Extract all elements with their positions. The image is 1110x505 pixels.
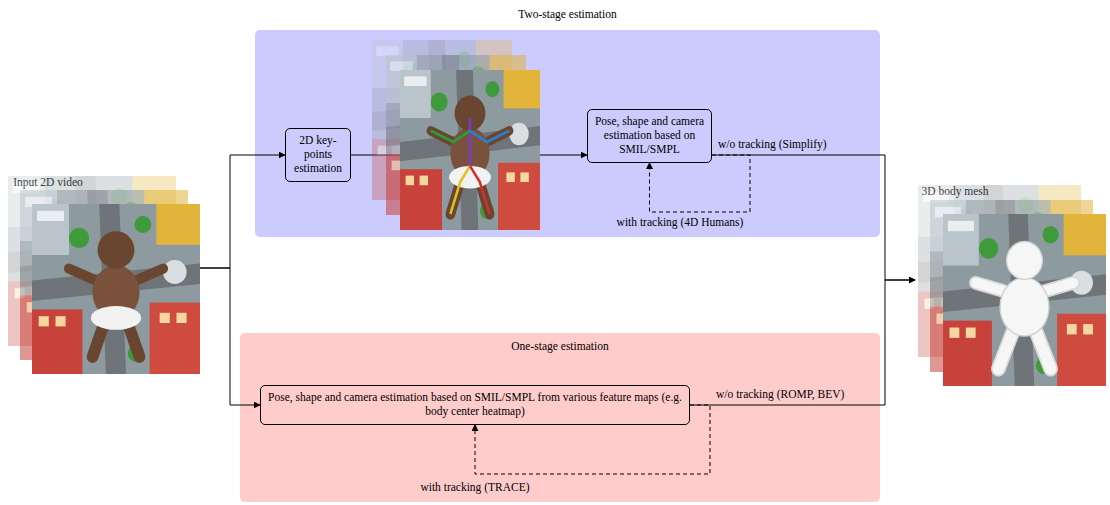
process-box: Pose, shape and camera estimation based … xyxy=(260,385,690,425)
mesh-frames xyxy=(918,185,1106,386)
tracking-loop xyxy=(475,405,710,474)
edge-label: with tracking (TRACE) xyxy=(420,481,529,495)
band-title: Two-stage estimation xyxy=(255,8,880,22)
flow-arrow xyxy=(200,155,285,268)
band-title: One-stage estimation xyxy=(240,340,880,354)
two-stage-band: Two-stage estimation2D key-points estima… xyxy=(255,30,880,237)
node-text: Pose, shape and camera estimation based … xyxy=(266,391,684,419)
edge-label: w/o tracking (Simplify) xyxy=(718,138,827,152)
one-stage-band: One-stage estimationPose, shape and came… xyxy=(240,333,880,502)
node-text: Pose, shape and camera estimation based … xyxy=(593,115,706,156)
tracking-loop xyxy=(650,155,751,212)
input-video-frames xyxy=(8,176,200,374)
edge-label: w/o tracking (ROMP, BEV) xyxy=(716,388,844,402)
keypoint-frames xyxy=(372,40,540,230)
flow-arrow xyxy=(690,280,915,405)
flow-arrow xyxy=(200,268,260,405)
process-box: Pose, shape and camera estimation based … xyxy=(587,109,712,162)
process-box: 2D key-points estimation xyxy=(285,128,351,181)
node-text: 2D key-points estimation xyxy=(291,134,345,175)
edge-label: with tracking (4D Humans) xyxy=(617,216,744,230)
